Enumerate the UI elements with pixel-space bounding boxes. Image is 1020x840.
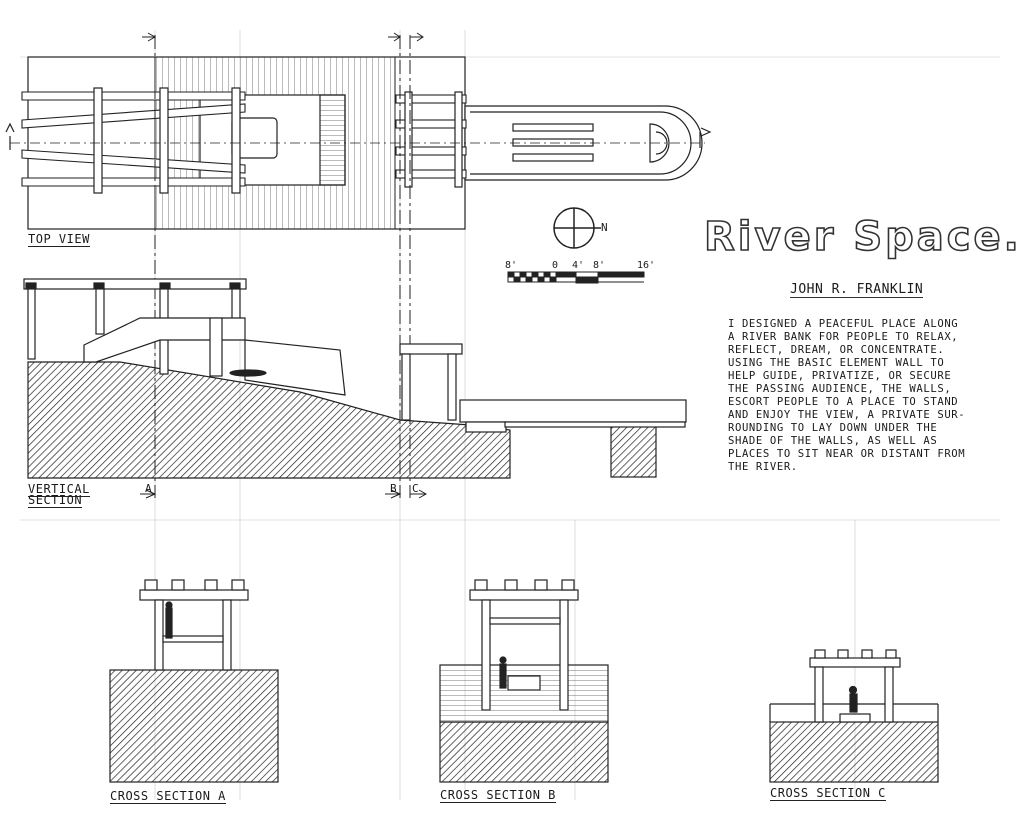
- project-title: River Space.: [703, 213, 1020, 261]
- north-compass-icon: [553, 207, 601, 249]
- description-line: REFLECT, DREAM, OR CONCENTRATE.: [728, 344, 945, 356]
- description-line: SHADE OF THE WALLS, AS WELL AS: [728, 435, 938, 447]
- vertical-section-label-line2: SECTION: [28, 493, 83, 508]
- description-line: ESCORT PEOPLE TO A PLACE TO STAND: [728, 396, 959, 408]
- description-line: HELP GUIDE, PRIVATIZE, OR SECURE: [728, 370, 952, 382]
- description-line: THE PASSING AUDIENCE, THE WALLS,: [728, 383, 952, 395]
- description-line: THE RIVER.: [728, 461, 798, 473]
- scale-tick-3: 8': [593, 260, 606, 271]
- description-line: AND ENJOY THE VIEW, A PRIVATE SUR-: [728, 409, 966, 421]
- compass-north-label: N: [601, 221, 608, 234]
- section-mark-c: C: [412, 482, 419, 495]
- section-mark-a: A: [145, 482, 152, 495]
- cross-section-a-label: CROSS SECTION A: [110, 789, 226, 804]
- description-line: USING THE BASIC ELEMENT WALL TO: [728, 357, 945, 369]
- description-line: I DESIGNED A PEACEFUL PLACE ALONG: [728, 318, 959, 330]
- section-mark-b: B: [390, 482, 397, 495]
- scale-bar: [507, 271, 645, 284]
- vertical-section: [23, 278, 687, 479]
- cross-section-a-drawing: [109, 579, 279, 783]
- cross-section-c-label: CROSS SECTION C: [770, 786, 886, 801]
- top-view-label: TOP VIEW: [28, 232, 90, 247]
- scale-tick-2: 4': [572, 260, 585, 271]
- cross-section-b-label: CROSS SECTION B: [440, 788, 556, 803]
- description-line: A RIVER BANK FOR PEOPLE TO RELAX,: [728, 331, 959, 343]
- scale-tick-1: 0: [552, 260, 559, 271]
- project-description: I DESIGNED A PEACEFUL PLACE ALONG A RIVE…: [728, 318, 1000, 474]
- description-line: ROUNDING TO LAY DOWN UNDER THE: [728, 422, 938, 434]
- scale-tick-0: 8': [505, 260, 518, 271]
- description-line: PLACES TO SIT NEAR OR DISTANT FROM: [728, 448, 966, 460]
- cross-section-c-drawing: [769, 649, 939, 783]
- cross-section-b-drawing: [439, 579, 609, 783]
- author-name: JOHN R. FRANKLIN: [790, 282, 924, 298]
- top-view-plan: [5, 56, 712, 230]
- vertical-section-label-line1: VERTICAL: [28, 482, 90, 497]
- scale-tick-4: 16': [637, 260, 656, 271]
